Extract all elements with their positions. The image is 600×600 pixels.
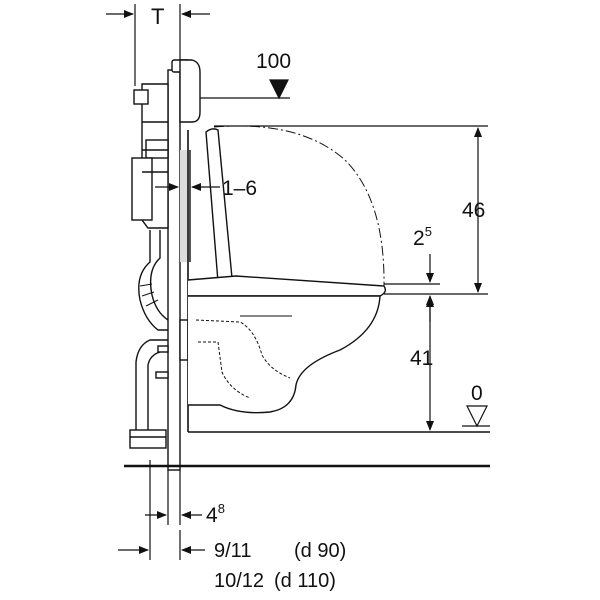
floor-0-label: 0 (471, 382, 483, 405)
height-46-label: 46 (462, 199, 485, 222)
gap-label: 1–6 (222, 177, 257, 200)
installation-frame (129, 59, 201, 471)
pipe-large-label: 10/12 (214, 570, 264, 592)
floor-0-marker (462, 405, 490, 428)
toilet (187, 125, 387, 414)
offset-dimension (145, 470, 202, 525)
seat-gap-base: 2 (413, 227, 425, 250)
t-label: T (151, 4, 164, 29)
pipe-dimension (118, 460, 205, 560)
offset-label: 48 (206, 501, 225, 527)
seat-gap-label: 25 (413, 224, 432, 250)
height-46-dimension (214, 125, 488, 295)
pipe-small-label: 9/11 (214, 540, 251, 562)
offset-base: 4 (206, 504, 218, 527)
level-100-label: 100 (256, 50, 291, 73)
seat-gap-dimension (384, 254, 440, 322)
pipe-small-diameter: (d 90) (294, 540, 346, 562)
seat-gap-superscript: 5 (425, 224, 432, 239)
level-100-marker (200, 79, 290, 100)
offset-superscript: 8 (218, 501, 225, 516)
t-dimension (106, 4, 210, 86)
height-41-label: 41 (410, 347, 433, 370)
pipe-large-diameter: (d 110) (274, 570, 336, 592)
